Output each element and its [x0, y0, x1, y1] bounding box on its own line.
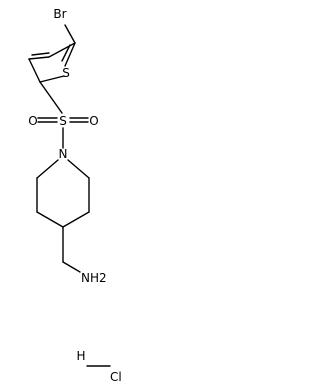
- bond-c2-sulfonyl: [39, 81, 63, 114]
- atom-hydrogen: H: [76, 349, 85, 363]
- atom-sulfonyl-sulfur: S: [59, 114, 67, 128]
- bond-c4-c3-double: [31, 52, 50, 56]
- aminomethyl-group: [62, 226, 81, 273]
- atom-piperidine-nitrogen: N: [59, 147, 68, 161]
- chemical-structure: Br S S O O N NH2 H Cl: [28, 7, 122, 384]
- bond-ch2-nh2: [62, 261, 81, 273]
- bond-c5-c4: [48, 42, 76, 58]
- bond-c5-s1: [64, 42, 76, 67]
- bond-c3-c4: [36, 211, 64, 228]
- bond-c2-s1: [39, 75, 65, 83]
- atom-oxygen-right: O: [89, 114, 98, 128]
- bond-c4-c5: [62, 211, 90, 228]
- bond-c5-s1-double: [61, 44, 71, 62]
- thiophene-ring: [28, 24, 76, 83]
- bond-c4-c3: [28, 56, 50, 60]
- atom-chlorine: Cl: [110, 370, 122, 384]
- atom-oxygen-left: O: [28, 114, 37, 128]
- bond-c3-c2: [28, 58, 41, 83]
- piperidine-ring: [36, 159, 90, 228]
- atom-bromine: Br: [53, 7, 66, 21]
- bond-n-c2: [36, 159, 59, 179]
- atom-ring-sulfur: S: [62, 66, 70, 80]
- sulfonyl-group: [37, 81, 89, 149]
- bond-c6-n: [67, 159, 90, 179]
- atom-amine: NH2: [81, 271, 107, 285]
- bond-br-c5: [64, 24, 76, 44]
